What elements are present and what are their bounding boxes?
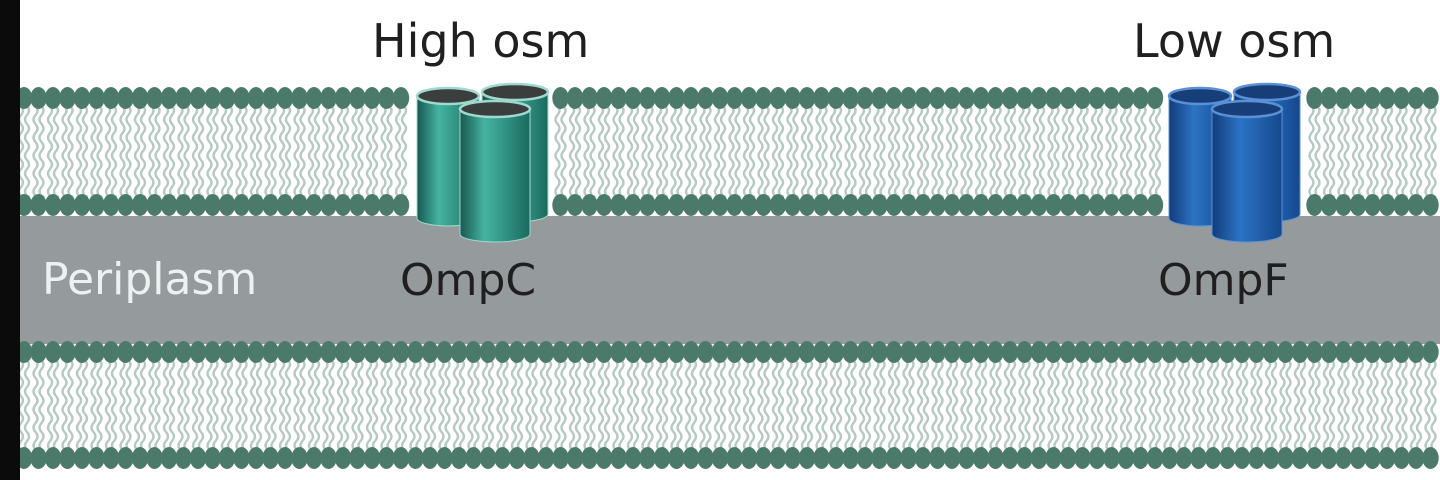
lipid-heads	[15, 87, 1439, 216]
outer-membrane	[15, 87, 1439, 216]
lipid-heads	[15, 341, 1439, 469]
low-osm-label: Low osm	[1133, 14, 1336, 68]
high-osm-label: High osm	[372, 14, 590, 68]
ompf-porin	[1167, 82, 1302, 243]
periplasm-label: Periplasm	[42, 254, 258, 305]
ompc-porin	[415, 82, 550, 243]
left-border	[0, 0, 20, 480]
ompf-label: OmpF	[1158, 255, 1289, 306]
ompc-label: OmpC	[400, 255, 537, 306]
lipid-tails	[17, 358, 1437, 452]
periplasm-region	[20, 216, 1440, 344]
inner-membrane	[15, 341, 1439, 469]
